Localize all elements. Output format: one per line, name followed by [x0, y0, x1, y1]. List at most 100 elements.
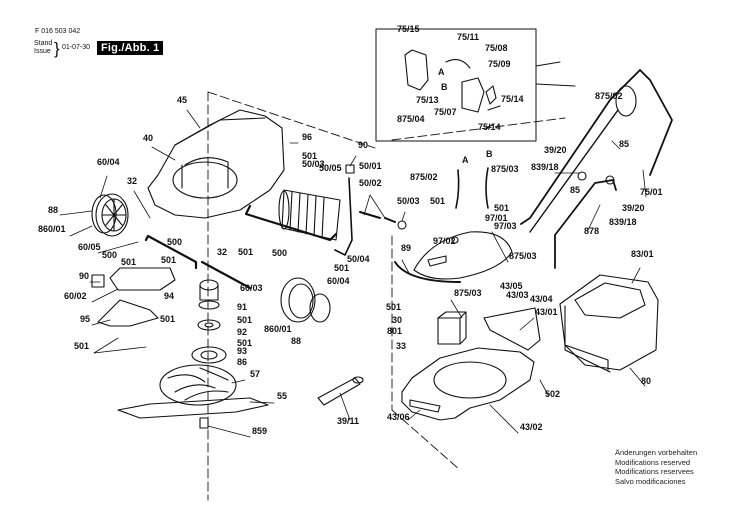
- part-label: 801: [387, 326, 403, 336]
- part-label: 501: [74, 341, 90, 351]
- part-label: A: [438, 67, 445, 77]
- part-label: 83/01: [631, 249, 654, 259]
- part-label: 32: [217, 247, 228, 257]
- part-label: 75/11: [457, 32, 480, 42]
- switch-box-875: [615, 85, 637, 117]
- part-label: 60/04: [97, 157, 120, 167]
- axle-60-05: [144, 234, 198, 270]
- part-label: 57: [250, 369, 261, 379]
- rear-flap-43-01: [483, 307, 541, 351]
- wheel-right: [280, 277, 331, 323]
- part-label: 90: [358, 140, 369, 150]
- part-label: 91: [237, 302, 248, 312]
- part-label: 875/03: [491, 164, 519, 174]
- fan-57: [159, 364, 237, 406]
- roller-50-05: [278, 189, 341, 241]
- part-label: 95: [80, 314, 91, 324]
- part-label: 92: [237, 327, 248, 337]
- part-label: 85: [570, 185, 581, 195]
- part-label: 501: [302, 151, 318, 161]
- part-label: 33: [396, 341, 407, 351]
- part-label: 97/01: [485, 213, 508, 223]
- part-label: 501: [121, 257, 137, 267]
- part-label: 43/01: [535, 307, 558, 317]
- bracket-60-02: [109, 267, 176, 291]
- motor-housing-40: [147, 109, 285, 219]
- knob-839-18b: [605, 175, 615, 185]
- part-label: 93: [237, 346, 248, 356]
- part-label: 875/02: [595, 91, 623, 101]
- part-label: 60/04: [327, 276, 350, 286]
- part-label: 50/03: [302, 159, 325, 169]
- figure-label: Fig./Abb. 1: [97, 41, 164, 55]
- pins-50-02: [359, 211, 396, 223]
- part-label: 50/01: [359, 161, 382, 171]
- wrench-39-11: [317, 377, 361, 406]
- part-label: 85: [619, 139, 630, 149]
- part-label: 55: [277, 391, 288, 401]
- part-label: 75/07: [434, 107, 457, 117]
- part-number: F 016 503 042: [35, 28, 81, 35]
- part-label: 75/14: [478, 122, 501, 132]
- handle-upper-75-01: [520, 69, 673, 225]
- part-label: 75/13: [416, 95, 439, 105]
- modifications-note: Änderungen vorbehalten Modifications res…: [615, 448, 697, 486]
- part-label: 39/20: [622, 203, 645, 213]
- nut-50-03: [397, 220, 407, 230]
- deck-43-02: [401, 347, 535, 421]
- part-label: 501: [238, 247, 254, 257]
- part-label: 875/03: [454, 288, 482, 298]
- part-label: 60/05: [78, 242, 101, 252]
- part-label: 501: [334, 263, 350, 273]
- rod-50-04: [244, 204, 338, 242]
- part-label: 86: [237, 357, 248, 367]
- part-label: 501: [237, 315, 253, 325]
- part-label: 859: [252, 426, 268, 436]
- part-label: 875/03: [509, 251, 537, 261]
- part-label: 43/03: [506, 290, 529, 300]
- inset-box-switch-parts: [375, 28, 537, 142]
- hub-stack: [191, 279, 227, 364]
- part-label: 501: [494, 203, 510, 213]
- rod-60-03: [200, 260, 252, 290]
- part-label: 50/04: [347, 254, 370, 264]
- part-label: 43/06: [387, 412, 410, 422]
- part-label: 501: [237, 338, 253, 348]
- part-label: 43/04: [530, 294, 553, 304]
- part-label: 60/03: [240, 283, 263, 293]
- part-label: 502: [545, 389, 561, 399]
- part-label: 501: [161, 255, 177, 265]
- cover-97: [413, 231, 513, 280]
- part-label: 875/02: [410, 172, 438, 182]
- flap-89: [394, 261, 461, 283]
- part-label: 39/11: [337, 416, 360, 426]
- part-label: 45: [177, 95, 188, 105]
- knob-90: [345, 164, 355, 174]
- cap-90: [91, 274, 105, 288]
- part-label: 60/02: [64, 291, 87, 301]
- part-label: 878: [584, 226, 600, 236]
- part-label: 43/02: [520, 422, 543, 432]
- part-label: 50/05: [319, 163, 342, 173]
- note-line-fr: Modifications reservees: [615, 467, 694, 476]
- part-label: 501: [160, 314, 176, 324]
- part-label: B: [441, 82, 448, 92]
- stand-label: Stand: [34, 40, 53, 47]
- part-label: 88: [291, 336, 302, 346]
- part-label: B: [486, 149, 493, 159]
- bolt-859: [199, 417, 209, 429]
- motor-801: [437, 311, 467, 345]
- part-label: 40: [143, 133, 154, 143]
- part-label: 43/05: [500, 281, 523, 291]
- grass-box-80: [559, 274, 659, 373]
- part-label: 75/08: [485, 43, 508, 53]
- leader-lines: [59, 109, 647, 438]
- inset-leader: [535, 83, 576, 87]
- part-label: 75/09: [488, 59, 511, 69]
- part-label: 39/20: [544, 145, 567, 155]
- part-label: 500: [167, 237, 183, 247]
- part-label: 97/02: [433, 236, 456, 246]
- lever-50-01: [334, 177, 353, 256]
- cable-875-02: [455, 169, 460, 209]
- inset-leader: [535, 61, 561, 67]
